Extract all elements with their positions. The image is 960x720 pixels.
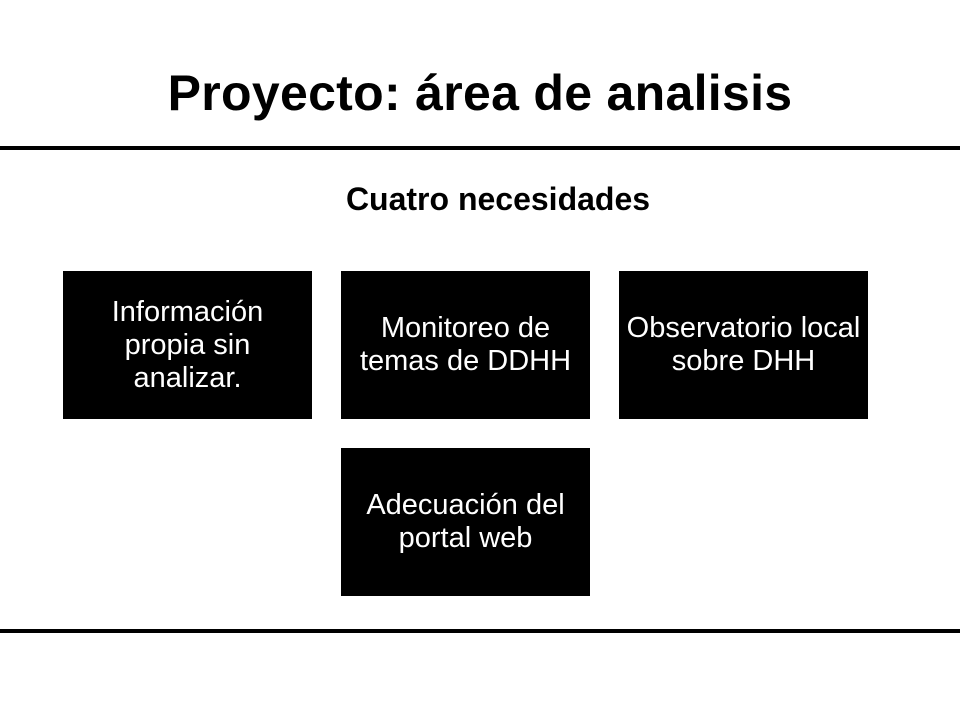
need-box-label: Información propia sin analizar. [111,295,264,394]
need-box-informacion-propia: Información propia sin analizar. [63,271,312,419]
slide-subtitle: Cuatro necesidades [345,181,651,217]
top-divider [0,146,960,150]
need-box-label: Adecuación del portal web [366,489,565,554]
need-box-label: Monitoreo de temas de DDHH [359,312,572,377]
bottom-divider [0,629,960,633]
slide-title: Proyecto: área de analisis [167,65,793,121]
need-box-label: Observatorio local sobre DHH [626,312,861,377]
need-box-monitoreo-ddhh: Monitoreo de temas de DDHH [341,271,590,419]
need-box-adecuacion-portal: Adecuación del portal web [341,448,590,596]
need-box-observatorio-local: Observatorio local sobre DHH [619,271,868,419]
